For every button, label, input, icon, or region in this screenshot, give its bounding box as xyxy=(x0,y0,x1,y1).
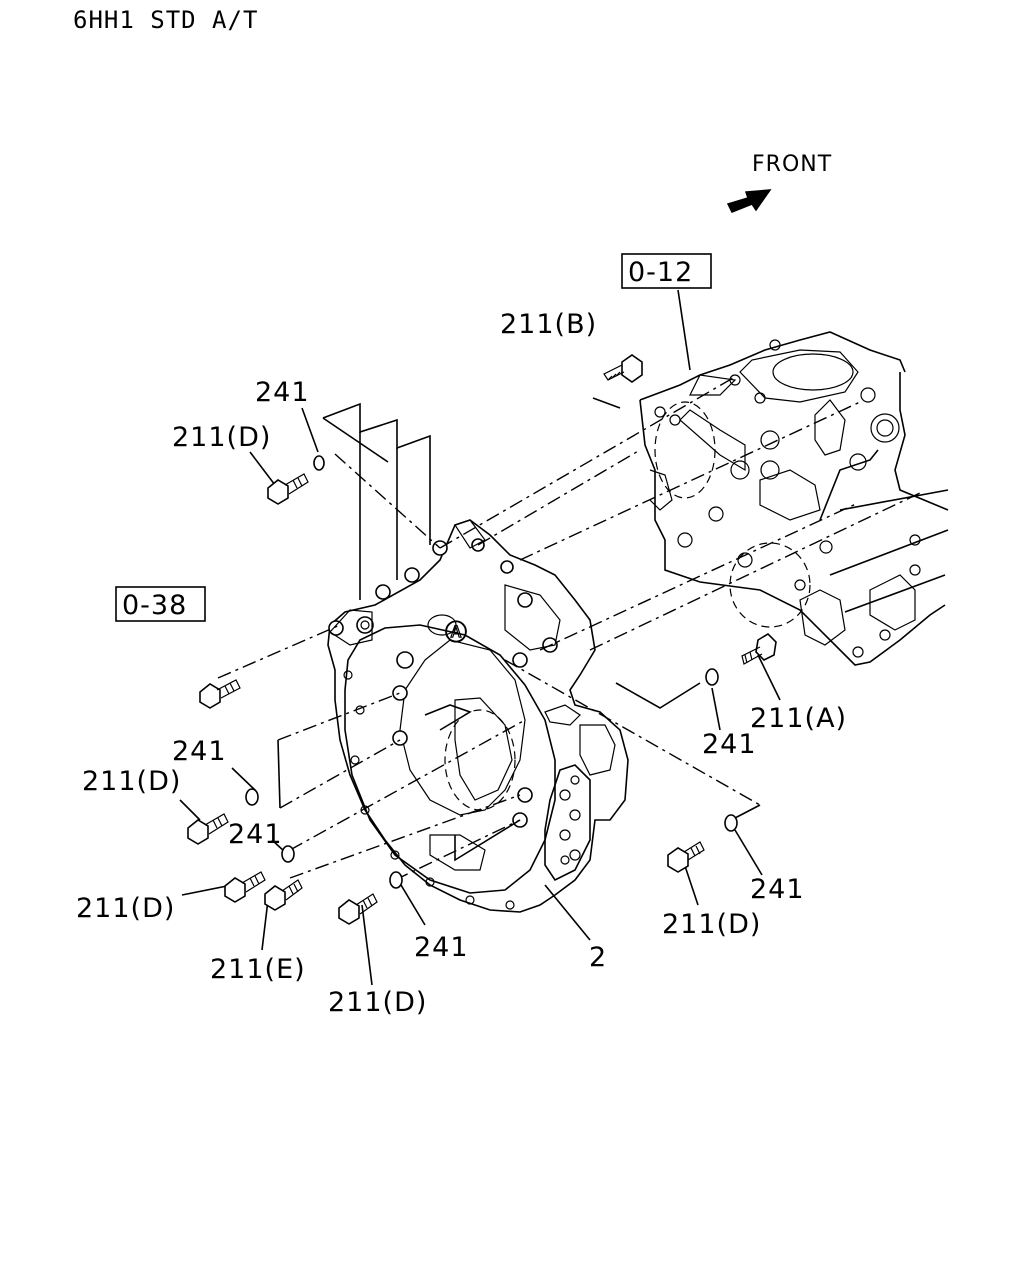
ref-label-0-12: 0-12 xyxy=(628,257,693,288)
callout-241-mid: 241 xyxy=(228,819,283,850)
washer-241-right[interactable] xyxy=(705,668,719,686)
ref-box-0-38[interactable]: 0-38 xyxy=(115,586,206,622)
bolt-211d-bottom[interactable] xyxy=(338,893,378,925)
bolt-211b[interactable] xyxy=(603,354,643,383)
flywheel-housing: Ⓐ xyxy=(327,519,629,913)
washer-241-top[interactable] xyxy=(313,455,325,471)
washer-241-bottom[interactable] xyxy=(389,871,403,889)
bolt-0-38[interactable] xyxy=(199,679,241,709)
ref-box-0-12-frame xyxy=(621,253,712,289)
callout-241-bottom: 241 xyxy=(414,932,469,963)
callout-241-left: 241 xyxy=(172,736,227,767)
bolt-211e[interactable] xyxy=(264,879,303,911)
ref-label-0-38: 0-38 xyxy=(122,590,187,621)
callout-211d-bottom: 211(D) xyxy=(328,987,427,1018)
engine-block xyxy=(639,331,949,666)
callout-211d-top: 211(D) xyxy=(172,422,271,453)
washer-241-mid[interactable] xyxy=(281,845,295,863)
leader-lines xyxy=(179,289,921,986)
callout-211e: 211(E) xyxy=(210,954,306,985)
bolt-211d-top[interactable] xyxy=(267,473,309,505)
bolt-211d-left[interactable] xyxy=(187,813,229,845)
ref-box-0-12[interactable]: 0-12 xyxy=(621,253,712,289)
bolt-211a[interactable] xyxy=(741,632,777,665)
callout-211a: 211(A) xyxy=(750,703,847,734)
callout-211d-left: 211(D) xyxy=(82,766,181,797)
bolt-211d-lower[interactable] xyxy=(224,871,266,903)
ref-box-0-38-frame xyxy=(115,586,206,622)
housing-mark: Ⓐ xyxy=(445,621,467,646)
model-header: 6HH1 STD A/T xyxy=(73,6,258,34)
callout-211d-right: 211(D) xyxy=(662,909,761,940)
callout-211d-lower: 211(D) xyxy=(76,893,175,924)
front-label: FRONT xyxy=(752,152,832,177)
callout-241-right: 241 xyxy=(702,729,757,760)
callout-241-far: 241 xyxy=(750,874,805,905)
washer-241-far[interactable] xyxy=(724,814,738,832)
bolt-211d-right[interactable] xyxy=(667,841,705,873)
callout-part-2: 2 xyxy=(589,942,607,973)
washer-241-left[interactable] xyxy=(245,788,259,806)
callout-241-top: 241 xyxy=(255,377,310,408)
callout-211b: 211(B) xyxy=(500,309,597,340)
front-indicator: FRONT xyxy=(726,152,832,213)
front-arrow-icon xyxy=(726,189,772,213)
